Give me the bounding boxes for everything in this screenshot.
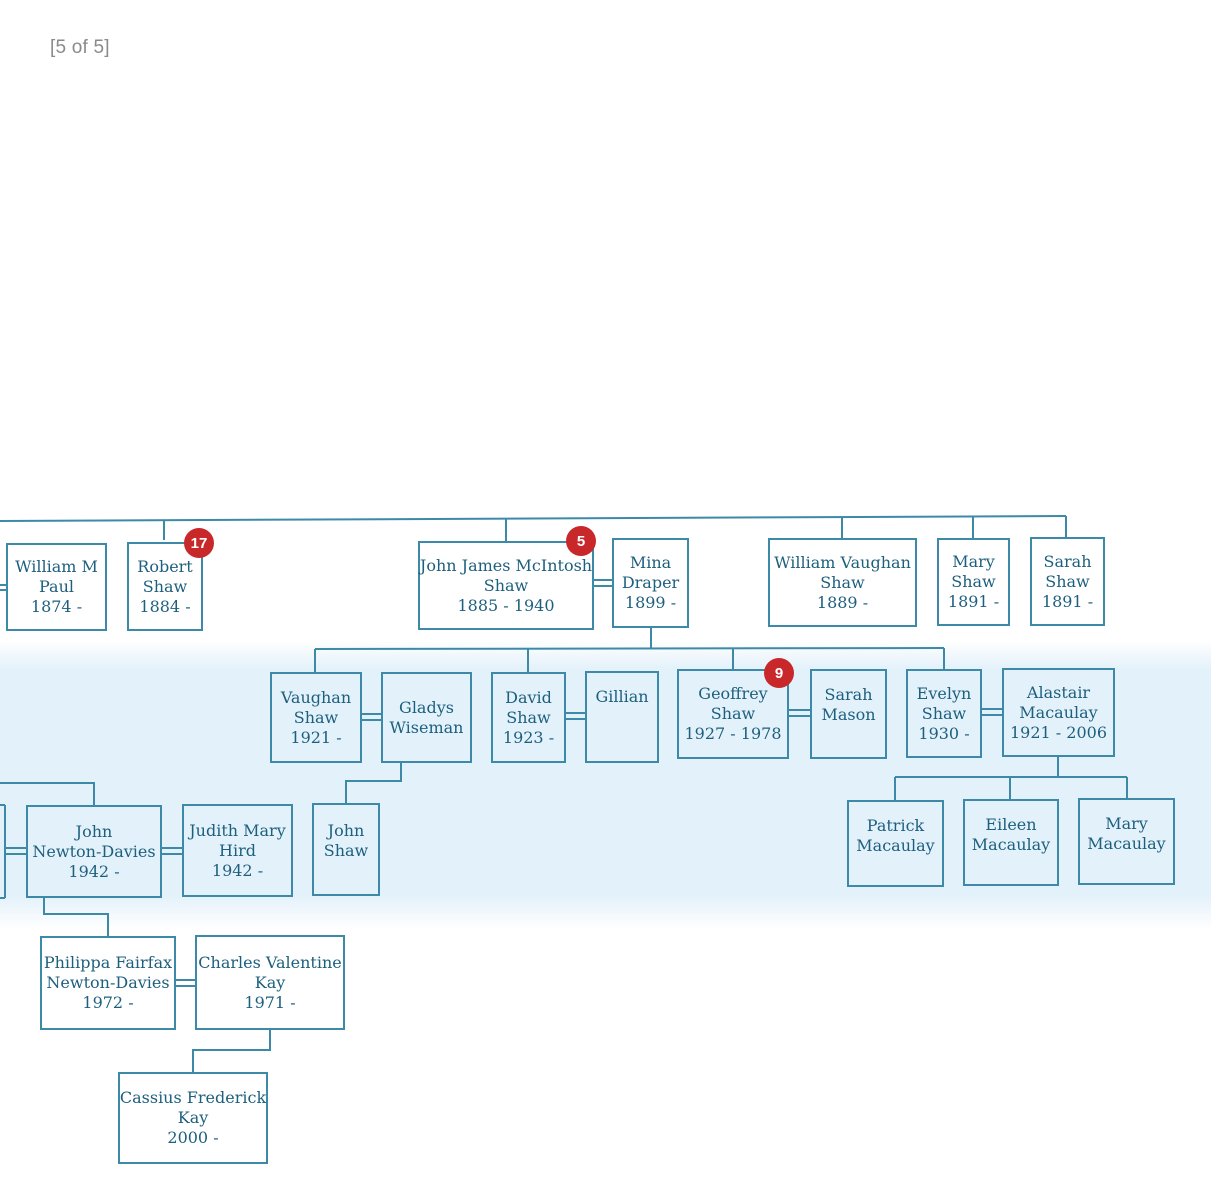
person-william-vaughan-shaw[interactable]: William Vaughan Shaw 1889 - <box>768 538 917 627</box>
person-line: Charles Valentine <box>198 952 342 972</box>
person-line: Alastair <box>1026 682 1091 702</box>
person-line: Mason <box>821 705 876 724</box>
person-philippa-fairfax-newton-davies[interactable]: Philippa Fairfax Newton-Davies 1972 - <box>40 936 176 1030</box>
person-line: Shaw <box>710 704 756 723</box>
person-line: Paul <box>38 577 74 596</box>
badge-robert-shaw[interactable]: 17 <box>184 528 214 558</box>
person-line: Patrick <box>866 816 925 835</box>
person-patrick-macaulay[interactable]: Patrick Macaulay <box>847 800 944 887</box>
person-alastair-macaulay[interactable]: Alastair Macaulay 1921 - 2006 <box>1002 668 1115 757</box>
person-gladys-wiseman[interactable]: Gladys Wiseman <box>381 672 472 763</box>
person-john-newton-davies[interactable]: John Newton-Davies 1942 - <box>26 805 162 898</box>
person-line: Macaulay <box>1087 834 1166 853</box>
person-william-m-paul[interactable]: William M Paul 1874 - <box>6 543 107 631</box>
person-line: 1972 - <box>82 993 134 1012</box>
person-line: 1927 - 1978 <box>684 724 782 743</box>
person-line: Kay <box>177 1108 209 1127</box>
person-line: David <box>505 687 552 707</box>
person-line: Judith Mary <box>189 820 286 840</box>
person-line: Kay <box>254 972 286 992</box>
person-line: William Vaughan <box>774 552 911 572</box>
person-line: 2000 - <box>167 1128 219 1147</box>
person-gillian[interactable]: Gillian <box>585 671 659 763</box>
person-evelyn-shaw[interactable]: Evelyn Shaw 1930 - <box>906 669 982 758</box>
person-line: Sarah <box>824 685 873 704</box>
person-line: Mina <box>629 553 672 572</box>
person-line: 1899 - <box>624 593 677 612</box>
person-line: Gillian <box>595 687 649 706</box>
person-geoffrey-shaw[interactable]: Geoffrey Shaw 1927 - 1978 <box>677 669 789 759</box>
person-line: Vaughan <box>280 687 352 707</box>
person-line: Mary <box>952 552 995 571</box>
person-line: 1921 - <box>290 727 342 747</box>
person-mary-macaulay[interactable]: Mary Macaulay <box>1078 798 1175 885</box>
person-line: 1942 - <box>68 861 120 881</box>
person-line: William M <box>15 557 98 576</box>
person-line: 1921 - 2006 <box>1009 722 1107 742</box>
person-line: Shaw <box>323 841 369 860</box>
person-line: Draper <box>621 573 680 592</box>
person-line: Shaw <box>1045 571 1090 591</box>
person-line: 1930 - <box>918 723 970 743</box>
person-line: 1874 - <box>30 597 83 616</box>
person-line: 1884 - <box>139 596 191 616</box>
person-line: Shaw <box>142 576 188 596</box>
person-line: Sarah <box>1043 551 1092 571</box>
page-counter: [5 of 5] <box>50 37 110 58</box>
person-sarah-mason[interactable]: Sarah Mason <box>810 669 887 759</box>
person-line: Newton-Davies <box>32 841 156 861</box>
person-eileen-macaulay[interactable]: Eileen Macaulay <box>963 799 1059 886</box>
person-line: Geoffrey <box>698 684 768 703</box>
person-line: Shaw <box>820 572 865 592</box>
person-robert-shaw[interactable]: Robert Shaw 1884 - <box>127 542 203 631</box>
person-vaughan-shaw[interactable]: Vaughan Shaw 1921 - <box>270 672 362 763</box>
person-charles-valentine-kay[interactable]: Charles Valentine Kay 1971 - <box>195 935 345 1030</box>
person-cassius-frederick-kay[interactable]: Cassius Frederick Kay 2000 - <box>118 1072 268 1164</box>
person-line: Macaulay <box>971 835 1051 854</box>
person-line: 1923 - <box>502 727 555 747</box>
person-line: 1889 - <box>816 592 869 612</box>
person-line: Shaw <box>293 707 339 727</box>
person-line: 1885 - 1940 <box>457 595 555 615</box>
person-line: Hird <box>219 840 256 860</box>
person-line: Cassius Frederick <box>119 1088 267 1107</box>
person-line: Macaulay <box>856 836 935 855</box>
badge-john-james-shaw[interactable]: 5 <box>566 526 596 556</box>
person-david-shaw[interactable]: David Shaw 1923 - <box>491 672 566 763</box>
person-line: Newton-Davies <box>46 973 170 992</box>
person-line: Shaw <box>921 703 967 723</box>
person-line: 1891 - <box>947 592 1000 611</box>
person-line: Shaw <box>506 707 551 727</box>
person-line: Shaw <box>483 575 529 595</box>
person-line: 1891 - <box>1041 591 1094 611</box>
badge-geoffrey-shaw[interactable]: 9 <box>764 658 794 688</box>
person-line: John James McIntosh <box>419 555 593 575</box>
person-line: 1942 - <box>211 860 264 880</box>
person-line: Philippa Fairfax <box>43 953 173 972</box>
person-line: Evelyn <box>916 683 972 703</box>
person-line: Gladys <box>399 697 454 717</box>
person-line: Mary <box>1105 814 1148 833</box>
person-line: Robert <box>137 556 193 576</box>
person-line: Shaw <box>951 572 996 591</box>
person-mary-shaw[interactable]: Mary Shaw 1891 - <box>937 538 1010 626</box>
person-sarah-shaw[interactable]: Sarah Shaw 1891 - <box>1030 537 1105 626</box>
person-line: Macaulay <box>1019 702 1098 722</box>
person-line: 1971 - <box>244 992 296 1012</box>
person-judith-mary-hird[interactable]: Judith Mary Hird 1942 - <box>182 804 293 897</box>
person-line: John <box>75 821 113 841</box>
person-line: Wiseman <box>389 717 464 737</box>
person-line: Eileen <box>985 815 1037 834</box>
person-line: John <box>327 821 365 840</box>
person-john-shaw[interactable]: John Shaw <box>312 803 380 896</box>
person-john-james-mcintosh-shaw[interactable]: John James McIntosh Shaw 1885 - 1940 <box>418 541 594 630</box>
person-mina-draper[interactable]: Mina Draper 1899 - <box>612 538 689 628</box>
